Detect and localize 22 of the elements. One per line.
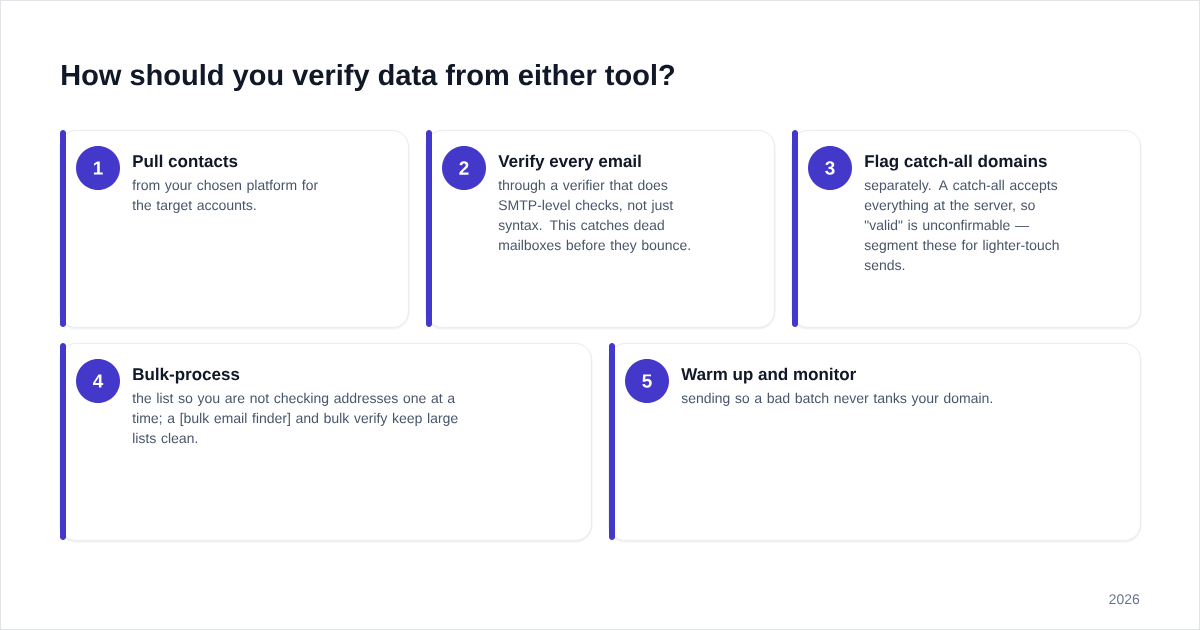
year-label: 2026 [1109, 594, 1140, 605]
step-card [425, 130, 776, 330]
number-badge: 1 [76, 146, 120, 190]
step-card [608, 343, 1142, 543]
step-text: the list so you are not checking addresses one at a time; a [bulk email finder] and bulk verify keep large lists clean. [132, 392, 458, 444]
step-title: Verify every email [498, 154, 641, 171]
number-badge: 4 [76, 359, 120, 403]
step-card [59, 343, 593, 543]
step-text: through a verifier that does SMTP-level checks, not just syntax. This catches dead mailboxes before they bounce. [498, 179, 690, 253]
number-badge: 2 [442, 146, 486, 190]
step-text: sending so a bad batch never tanks your domain. [681, 392, 992, 406]
step-card [59, 130, 410, 330]
step-title: Pull contacts [133, 154, 238, 168]
number-badge: 5 [625, 359, 669, 403]
number-badge: 3 [808, 146, 852, 190]
step-text: separately. A catch-all accepts everything at the server, so "valid" is unconfirmable — segment these for lighter-touch sends. [864, 179, 1059, 271]
step-title: Warm up and monitor [681, 367, 856, 384]
step-card [791, 130, 1142, 330]
page-title: How should you verify data from either tool? [62, 64, 674, 92]
step-title: Flag catch-all domains [865, 154, 1047, 171]
step-title: Bulk-process [133, 367, 240, 384]
step-text: from your chosen platform for the target accounts. [132, 179, 318, 213]
